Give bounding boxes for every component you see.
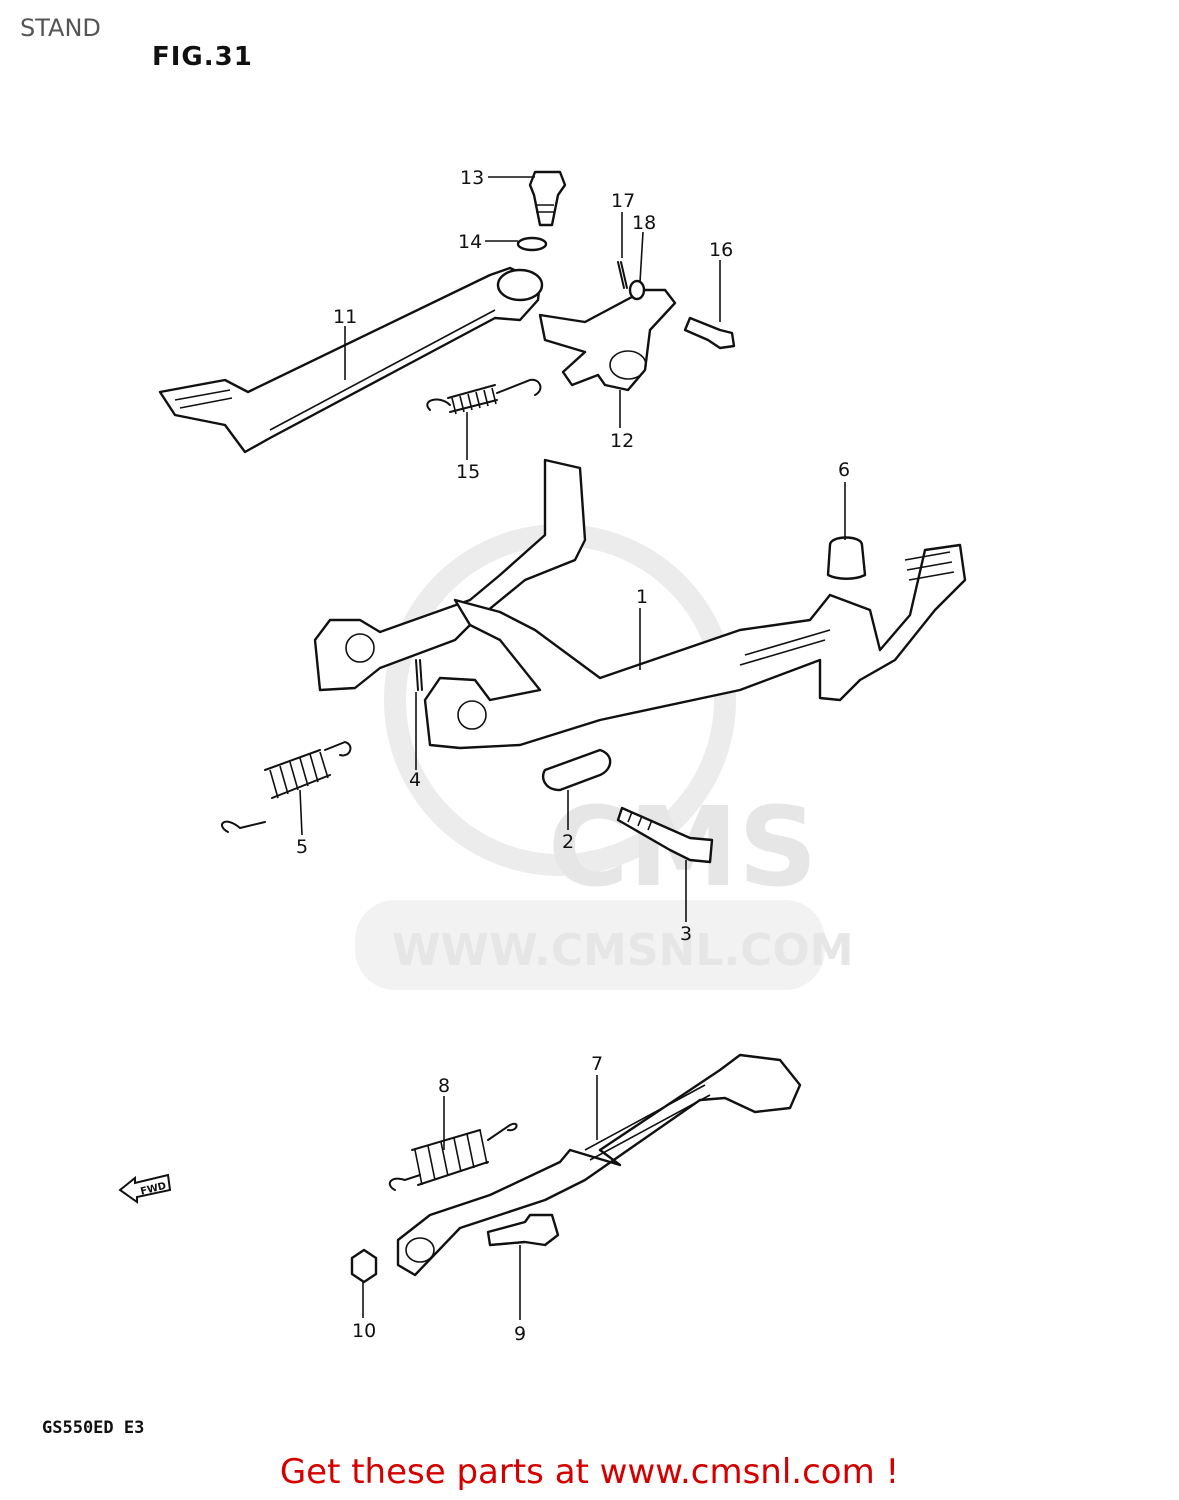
callout-9: 9 bbox=[514, 1323, 526, 1345]
callout-10: 10 bbox=[352, 1320, 376, 1342]
callout-5: 5 bbox=[296, 836, 308, 858]
spring-5-part bbox=[221, 740, 352, 833]
cotter-pin-4-part bbox=[415, 659, 423, 691]
callout-7: 7 bbox=[591, 1053, 603, 1075]
callout-13: 13 bbox=[460, 167, 484, 189]
spring-8-part bbox=[388, 1122, 518, 1191]
shop-link[interactable]: Get these parts at www.cmsnl.com ! bbox=[279, 1452, 900, 1492]
washer-14-part bbox=[516, 236, 548, 252]
brake-arm-part bbox=[538, 288, 677, 392]
bolt-9-part bbox=[486, 1213, 560, 1247]
watermark-url: WWW.CMSNL.COM bbox=[392, 925, 854, 976]
bolt-13-part bbox=[528, 170, 567, 227]
bolt-3-part bbox=[616, 806, 714, 864]
callout-8: 8 bbox=[438, 1075, 450, 1097]
callout-18: 18 bbox=[632, 212, 656, 234]
leader-lines bbox=[299, 176, 846, 1320]
model-code: GS550ED E3 bbox=[42, 1418, 145, 1438]
callout-11: 11 bbox=[333, 306, 357, 328]
side-stand-part bbox=[396, 1053, 802, 1277]
fwd-arrow-icon: FWD bbox=[118, 1173, 172, 1204]
spacer-2-part bbox=[541, 748, 612, 792]
figure-number: FIG.31 bbox=[152, 42, 253, 72]
washer-18-part bbox=[628, 279, 646, 301]
brake-pedal-part bbox=[158, 266, 544, 454]
callout-1: 1 bbox=[636, 586, 648, 608]
stopper-6-part bbox=[826, 536, 867, 580]
callout-15: 15 bbox=[456, 461, 480, 483]
cms-watermark: CMS WWW.CMSNL.COM bbox=[355, 524, 854, 990]
callout-4: 4 bbox=[409, 769, 421, 791]
callout-6: 6 bbox=[838, 459, 850, 481]
spring-15-part bbox=[426, 378, 542, 415]
callout-17: 17 bbox=[611, 190, 635, 212]
callout-numbers: 1 2 3 4 5 6 7 8 9 10 11 12 13 14 15 16 1… bbox=[296, 167, 850, 1345]
section-title: STAND bbox=[20, 14, 101, 42]
cotter-pin-17-part bbox=[617, 261, 628, 289]
nut-10-part bbox=[350, 1248, 378, 1284]
callout-2: 2 bbox=[562, 831, 574, 853]
callout-16: 16 bbox=[709, 239, 733, 261]
callout-14: 14 bbox=[458, 231, 482, 253]
callout-12: 12 bbox=[610, 430, 634, 452]
callout-3: 3 bbox=[680, 923, 692, 945]
center-stand-part bbox=[313, 458, 967, 750]
pin-16-part bbox=[683, 316, 736, 350]
